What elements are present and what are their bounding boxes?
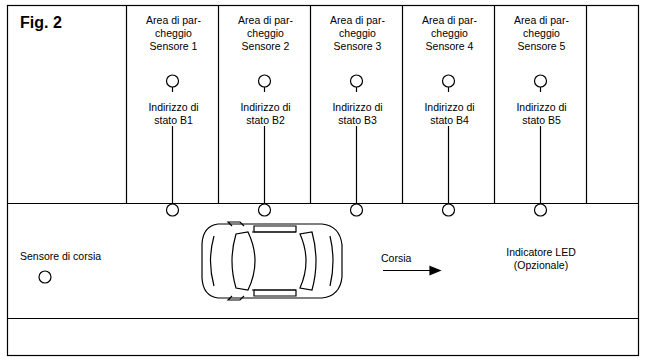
- direction-arrow: [383, 267, 440, 275]
- car-top-view: [202, 222, 342, 300]
- stall-sensors: [167, 75, 547, 92]
- parking-area: Area di par- cheggio Sensore 1 Indirizzo …: [127, 6, 220, 203]
- lane-sensor: [39, 271, 51, 283]
- area-label: Area di par- cheggio Sensore 3: [322, 14, 394, 53]
- status-wires: [173, 126, 541, 204]
- lane-label: Corsia: [381, 252, 441, 265]
- lane-edge: [8, 203, 639, 204]
- lane-edge: [8, 318, 639, 319]
- status-address: Indirizzo di stato B5: [511, 101, 573, 127]
- status-indicators: [167, 204, 547, 216]
- area-label: Area di par- cheggio Sensore 2: [230, 14, 302, 53]
- parking-area: Area di par- cheggio Sensore 2 Indirizzo …: [219, 6, 312, 203]
- status-address: Indirizzo di stato B3: [327, 101, 389, 127]
- area-label: Area di par- cheggio Sensore 4: [414, 14, 486, 53]
- area-label: Area di par- cheggio Sensore 1: [138, 14, 210, 53]
- figure-frame: [8, 6, 639, 356]
- status-address: Indirizzo di stato B4: [419, 101, 481, 127]
- status-address: Indirizzo di stato B1: [143, 101, 205, 127]
- stall-dividers: [127, 6, 587, 204]
- lane-sensor-label: Sensore di corsia: [20, 250, 130, 263]
- parking-area: Area di par- cheggio Sensore 5 Indirizzo …: [495, 6, 588, 203]
- figure-title: Fig. 2: [20, 14, 62, 32]
- area-label: Area di par- cheggio Sensore 5: [506, 14, 578, 53]
- parking-area: Area di par- cheggio Sensore 4 Indirizzo …: [403, 6, 496, 203]
- parking-area: Area di par- cheggio Sensore 3 Indirizzo …: [311, 6, 404, 203]
- led-indicator-label: Indicatore LED (Opzionale): [497, 246, 585, 272]
- status-address: Indirizzo di stato B2: [235, 101, 297, 127]
